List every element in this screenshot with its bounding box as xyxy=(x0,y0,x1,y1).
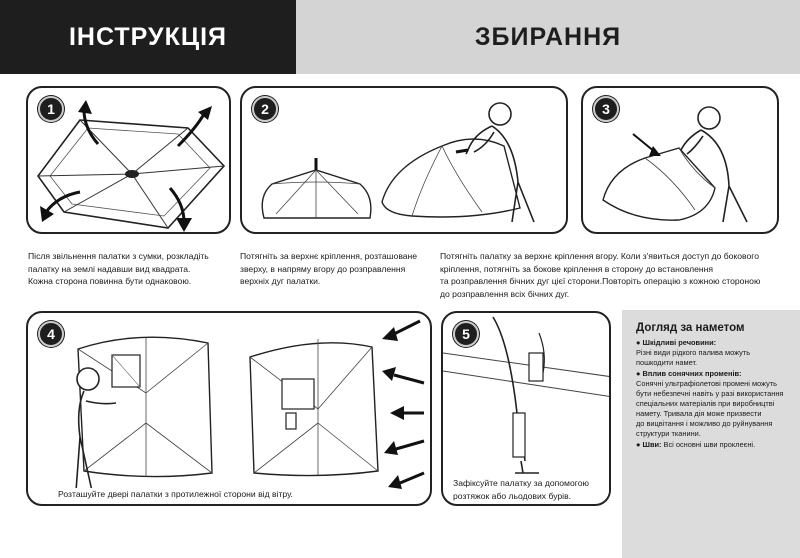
step-4-panel: 4 Розташуйте двері палатки з протилежної… xyxy=(26,311,432,506)
instruction-title: ІНСТРУКЦІЯ xyxy=(68,22,228,51)
header-right: ЗБИРАННЯ xyxy=(296,0,800,74)
step-1-caption: Після звільнення палатки з сумки, розкла… xyxy=(28,251,209,286)
step-4-number: 4 xyxy=(38,321,64,347)
assembly-title: ЗБИРАННЯ xyxy=(474,22,622,51)
step-3-number: 3 xyxy=(593,96,619,122)
step-4-illustration xyxy=(75,319,425,492)
step-5-illustration xyxy=(443,316,609,474)
step-4-caption: Розташуйте двері палатки з протилежної с… xyxy=(58,488,378,501)
header-left: ІНСТРУКЦІЯ xyxy=(0,0,296,74)
step-1-illustration xyxy=(37,100,226,232)
step-5-number: 5 xyxy=(453,321,479,347)
care-item-harmful-substances: ● Шкідливі речовини: xyxy=(636,338,717,347)
care-item-sun-exposure: ● Вплив сонячних променів: xyxy=(636,369,742,378)
step-3-panel: 3 xyxy=(581,86,779,234)
care-item-seams: ● Шви: Всі основні шви проклеєні. xyxy=(636,440,756,449)
care-title: Догляд за наметом xyxy=(636,322,745,334)
step-5-panel: 5 Зафіксуйте палатку за допомогою розтяж… xyxy=(441,311,611,506)
step-3-illustration xyxy=(602,106,748,223)
step-1-panel: 1 xyxy=(26,86,231,234)
step-2-number: 2 xyxy=(252,96,278,122)
step-5-caption: Зафіксуйте палатку за допомогою розтяжок… xyxy=(453,477,609,502)
step-2-caption: Потягніть за верхнє кріплення, розташова… xyxy=(240,251,418,286)
step-2-illustration xyxy=(261,102,535,223)
step-3-caption: Потягніть палатку за верхнє кріплення вг… xyxy=(440,251,761,299)
step-2-panel: 2 xyxy=(240,86,568,234)
tent-care-section: Догляд за наметом ● Шкідливі речовини: Р… xyxy=(622,310,800,558)
step-1-number: 1 xyxy=(38,96,64,122)
